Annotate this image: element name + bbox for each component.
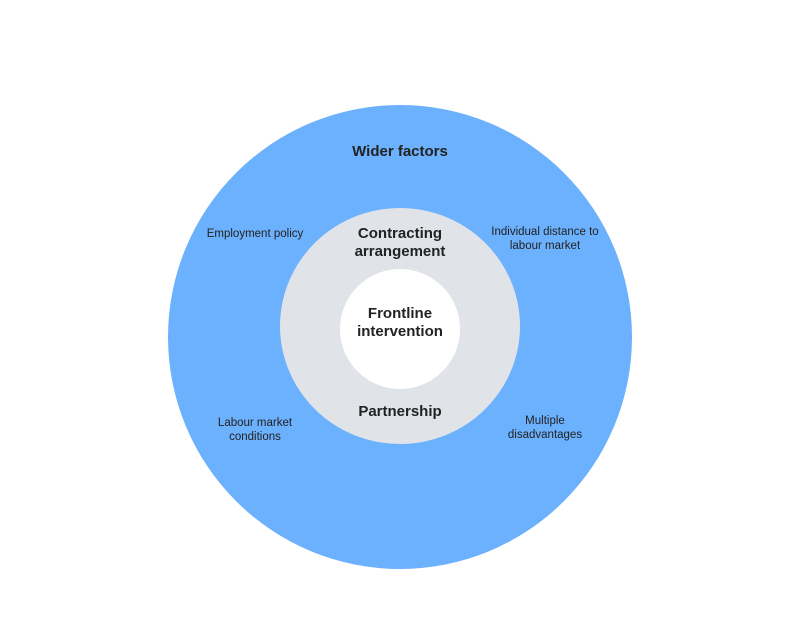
employment-policy-label: Employment policy	[206, 228, 304, 240]
frontline-intervention-label: Frontline intervention	[357, 305, 443, 340]
partnership-label: Partnership	[358, 403, 442, 420]
contracting-arrangement-label: Contracting arrangement	[354, 225, 446, 260]
wider-factors-title: Wider factors	[352, 143, 448, 160]
multiple-disadvantages-label: Multiple disadvantages	[507, 415, 583, 441]
labour-market-conditions-label: Labour market conditions	[217, 417, 293, 443]
inner-circle-frontline	[340, 269, 460, 389]
individual-distance-label: Individual distance to labour market	[491, 226, 599, 252]
